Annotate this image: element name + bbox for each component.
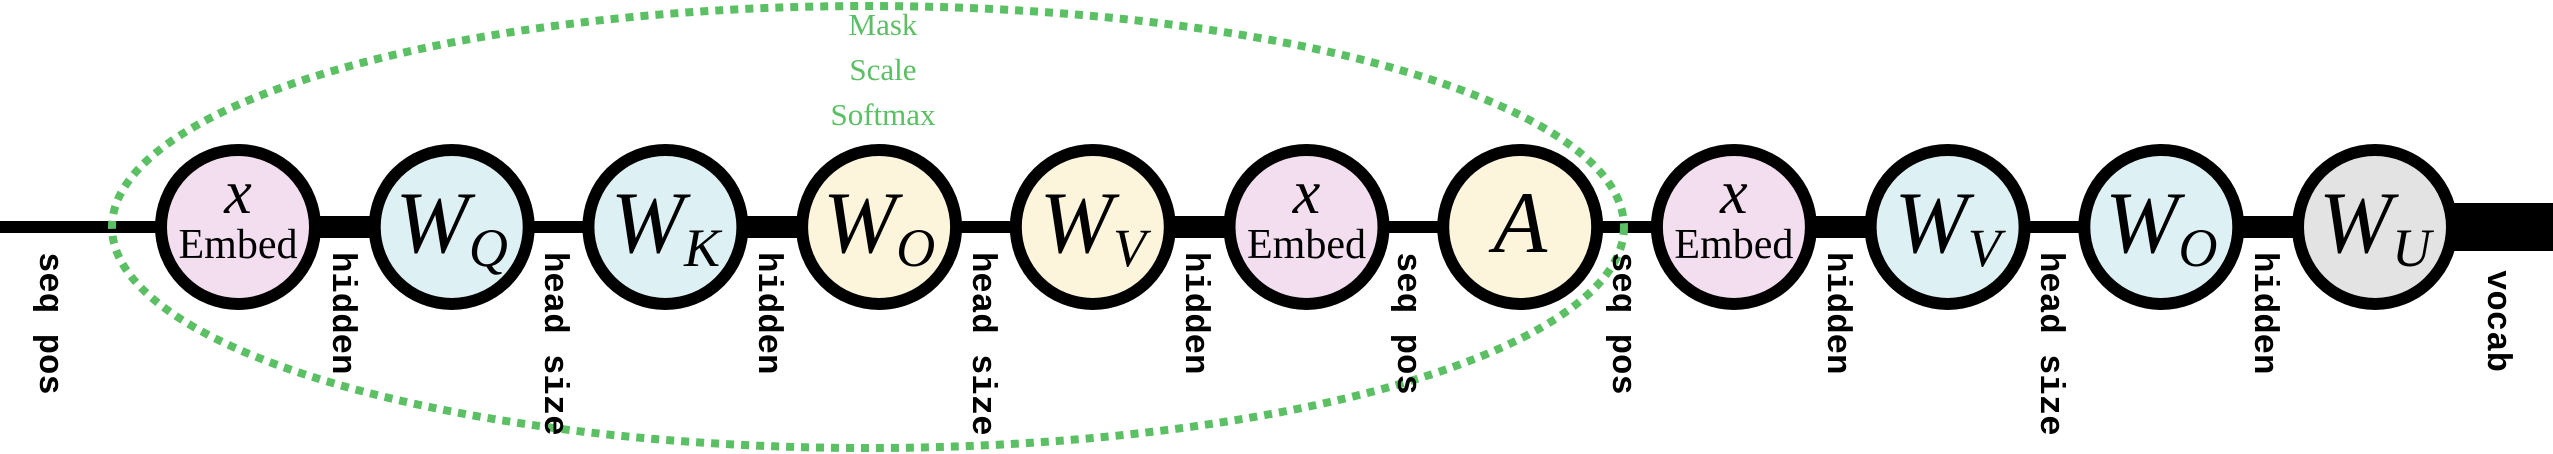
node-circle: [1223, 144, 1390, 310]
edge-label-head-size: head size: [2030, 252, 2068, 436]
node-variable: x: [1292, 159, 1321, 227]
node-circle: [2292, 144, 2458, 310]
op-mask: Mask: [849, 7, 918, 42]
op-scale: Scale: [849, 52, 916, 87]
node-circle: [1009, 144, 1176, 310]
node-symbol: A: [1488, 175, 1548, 272]
node-circle: [155, 144, 321, 310]
node-symbol: WO: [2105, 175, 2217, 278]
node-wo2: WO: [2078, 144, 2245, 310]
edge-labels-layer: seq pos hidden head size hidden head size hid…: [29, 252, 2515, 436]
node-circle: [1437, 144, 1604, 310]
node-symbol: WK: [611, 175, 723, 278]
op-softmax: Softmax: [830, 97, 936, 132]
edge-label-vocab: vocab: [2477, 270, 2515, 372]
edge-label-hidden: hidden: [1817, 252, 1855, 374]
node-symbol: WU: [2319, 175, 2434, 278]
node-circle: [1864, 144, 2031, 310]
node-symbol: WV: [1894, 175, 2006, 278]
node-wq: WQ: [368, 144, 535, 310]
node-circle: [2078, 144, 2245, 310]
node-circle: [1650, 144, 1817, 310]
node-symbol: WO: [823, 175, 935, 278]
attention-group: Mask Scale Softmax: [108, 2, 1628, 452]
node-wv2: WV: [1864, 144, 2031, 310]
node-wk: WK: [582, 144, 749, 310]
edge-label-hidden: hidden: [2244, 252, 2282, 374]
node-circle: [368, 144, 535, 310]
edge-label-seq-pos: seq pos: [1602, 252, 1640, 395]
edge-label-seq-pos: seq pos: [1387, 252, 1425, 395]
node-label: Embed: [179, 222, 298, 268]
node-circle: [796, 144, 963, 310]
edge-label-hidden: hidden: [748, 252, 786, 374]
node-symbol: WV: [1040, 175, 1152, 278]
node-wu: WU: [2292, 144, 2458, 310]
edge-label-head-size: head size: [534, 252, 572, 436]
node-symbol: WQ: [396, 175, 508, 278]
edge-label-head-size: head size: [962, 252, 1000, 436]
node-variable: x: [223, 159, 252, 227]
node-wv1: WV: [1009, 144, 1176, 310]
node-label: Embed: [1247, 222, 1366, 268]
node-variable: x: [1719, 159, 1748, 227]
edge-label-seq-pos: seq pos: [29, 252, 67, 395]
node-circle: [582, 144, 749, 310]
node-attn: A: [1437, 144, 1604, 310]
node-wo1: WO: [796, 144, 963, 310]
edge-label-hidden: hidden: [1175, 252, 1213, 374]
attention-group-outline: [108, 2, 1628, 452]
edge-label-hidden: hidden: [322, 252, 360, 374]
node-label: Embed: [1674, 222, 1793, 268]
